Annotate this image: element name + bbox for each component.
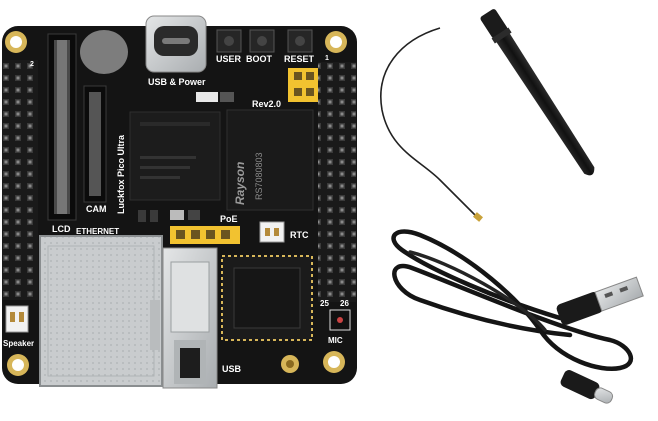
silk-pin-2: 2 bbox=[30, 61, 34, 68]
silk-cam: CAM bbox=[86, 204, 107, 214]
soc-brand: Rayson bbox=[233, 162, 247, 205]
silk-user: USER bbox=[216, 54, 242, 64]
silk-poe: PoE bbox=[220, 214, 238, 224]
antenna-icon bbox=[380, 9, 595, 222]
silk-usb-power: USB & Power bbox=[148, 77, 206, 87]
wifi-module bbox=[221, 255, 313, 341]
left-gpio-header bbox=[2, 60, 38, 300]
silk-boot: BOOT bbox=[246, 54, 273, 64]
silk-rtc: RTC bbox=[290, 230, 309, 240]
silk-pin-25: 25 bbox=[320, 299, 329, 308]
silk-mic: MIC bbox=[328, 336, 343, 345]
silk-model: Luckfox Pico Ultra bbox=[116, 134, 126, 214]
flash-chip-markings: Rayson RS7080803 bbox=[233, 152, 264, 205]
silk-pin-26: 26 bbox=[340, 299, 349, 308]
mounting-holes bbox=[5, 31, 347, 376]
buttons bbox=[216, 29, 313, 53]
ethernet-jack bbox=[39, 235, 163, 387]
usb-a-plug bbox=[556, 276, 644, 325]
smd-component bbox=[196, 92, 218, 102]
antenna-ufl-plug bbox=[473, 212, 483, 222]
mic-pad bbox=[329, 309, 351, 331]
cam-fpc-connector bbox=[83, 85, 107, 203]
usb-c-port bbox=[145, 15, 207, 73]
silk-rev: Rev2.0 bbox=[252, 99, 281, 109]
poe-header bbox=[170, 226, 240, 244]
smd-row bbox=[138, 210, 200, 222]
rtc-connector bbox=[259, 221, 285, 243]
silk-reset: RESET bbox=[284, 54, 315, 64]
main-soc-chip bbox=[129, 111, 221, 201]
right-gpio-header bbox=[318, 62, 356, 302]
silk-usb: USB bbox=[222, 364, 242, 374]
flash-chip bbox=[226, 109, 314, 211]
blurred-sticker bbox=[80, 30, 128, 74]
usb-c-cable-icon bbox=[391, 229, 644, 404]
silk-lcd: LCD bbox=[52, 224, 71, 234]
cable-loops bbox=[391, 229, 634, 371]
silk-ethernet: ETHERNET bbox=[76, 227, 119, 236]
silk-speaker: Speaker bbox=[3, 339, 34, 348]
lcd-fpc-connector bbox=[47, 33, 77, 221]
antenna-body bbox=[480, 9, 595, 176]
antenna-cable bbox=[380, 27, 479, 219]
smd-component bbox=[220, 92, 234, 102]
luckfox-board: USB & Power USER BOOT RESET Rev2.0 Luckf… bbox=[2, 15, 357, 389]
soc-part: RS7080803 bbox=[254, 152, 264, 200]
silkscreen-labels: USB & Power USER BOOT RESET Rev2.0 Luckf… bbox=[3, 54, 349, 374]
speaker-connector bbox=[5, 305, 29, 333]
usb-a-port bbox=[162, 247, 218, 389]
reset-jumper bbox=[288, 68, 318, 102]
cable-loop-highlight bbox=[408, 250, 547, 332]
ufl-connector bbox=[281, 355, 299, 373]
silk-pin-1: 1 bbox=[325, 55, 329, 62]
usb-c-plug bbox=[560, 370, 614, 404]
